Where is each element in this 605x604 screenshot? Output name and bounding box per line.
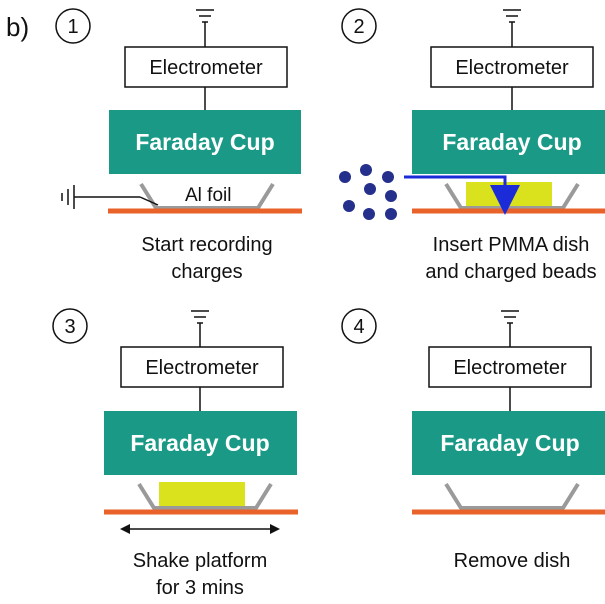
bead [364,183,376,195]
faraday-cup-label-3: Faraday Cup [130,430,269,456]
step-4-number-circle [341,308,377,344]
step-4-number: 4 [353,316,364,338]
step-1-caption-line-1: Start recording [141,234,272,256]
step-2-number-circle [341,8,377,44]
step-3-number-circle [52,308,88,344]
faraday-cup-4 [412,411,605,475]
charged-beads [339,164,397,220]
pmma-sample-2 [466,182,552,208]
step-3-caption-line-2: for 3 mins [156,577,244,599]
al-foil-label: Al foil [185,185,231,206]
step-3-number: 3 [64,316,75,338]
bead [382,171,394,183]
step-2-caption-line-2: and charged beads [425,261,596,283]
dish-1 [139,182,275,210]
step-4-caption-line-1: Remove dish [454,550,571,572]
faraday-cup-1 [109,110,301,174]
faraday-cup-label-2: Faraday Cup [442,129,581,155]
pmma-sample-3 [159,482,245,508]
step-3-caption-line-1: Shake platform [133,550,268,572]
electrometer-label-4: Electrometer [453,357,567,379]
step-2-number: 2 [353,16,364,38]
dish-3 [137,482,273,510]
bead [363,208,375,220]
step-1: 1 Electrometer Faraday Cup Al foil Start… [55,8,302,283]
panel-label: b) [6,12,29,42]
faraday-cup-3 [104,411,297,475]
electrometer-box-3 [120,346,284,388]
faraday-cup-label-1: Faraday Cup [135,129,274,155]
step-4: 4 Electrometer Faraday Cup Remove dish [341,308,605,572]
electrometer-label-2: Electrometer [455,57,569,79]
ground-symbol-2 [503,9,521,47]
step-1-number-circle [55,8,91,44]
step-3: 3 Electrometer Faraday Cup Shake platfor… [52,308,298,599]
electrometer-label-3: Electrometer [145,357,259,379]
step-2: 2 Electrometer Faraday Cup Insert PMMA d… [339,8,605,283]
step-1-number: 1 [67,16,78,38]
bead [343,200,355,212]
dish-4 [444,482,580,510]
ground-symbol-1 [196,9,214,47]
earth-ground-symbol [61,185,159,209]
step-1-caption-line-2: charges [171,261,242,283]
bead [385,208,397,220]
insert-arrow [404,175,520,215]
ground-symbol-3 [191,310,209,347]
step-2-caption-line-1: Insert PMMA dish [433,234,590,256]
bead [339,171,351,183]
bead [385,190,397,202]
faraday-cup-2 [412,110,605,174]
bead [360,164,372,176]
faraday-cup-label-4: Faraday Cup [440,430,579,456]
electrometer-box-1 [124,46,288,88]
ground-symbol-4 [501,310,519,347]
electrometer-label-1: Electrometer [149,57,263,79]
